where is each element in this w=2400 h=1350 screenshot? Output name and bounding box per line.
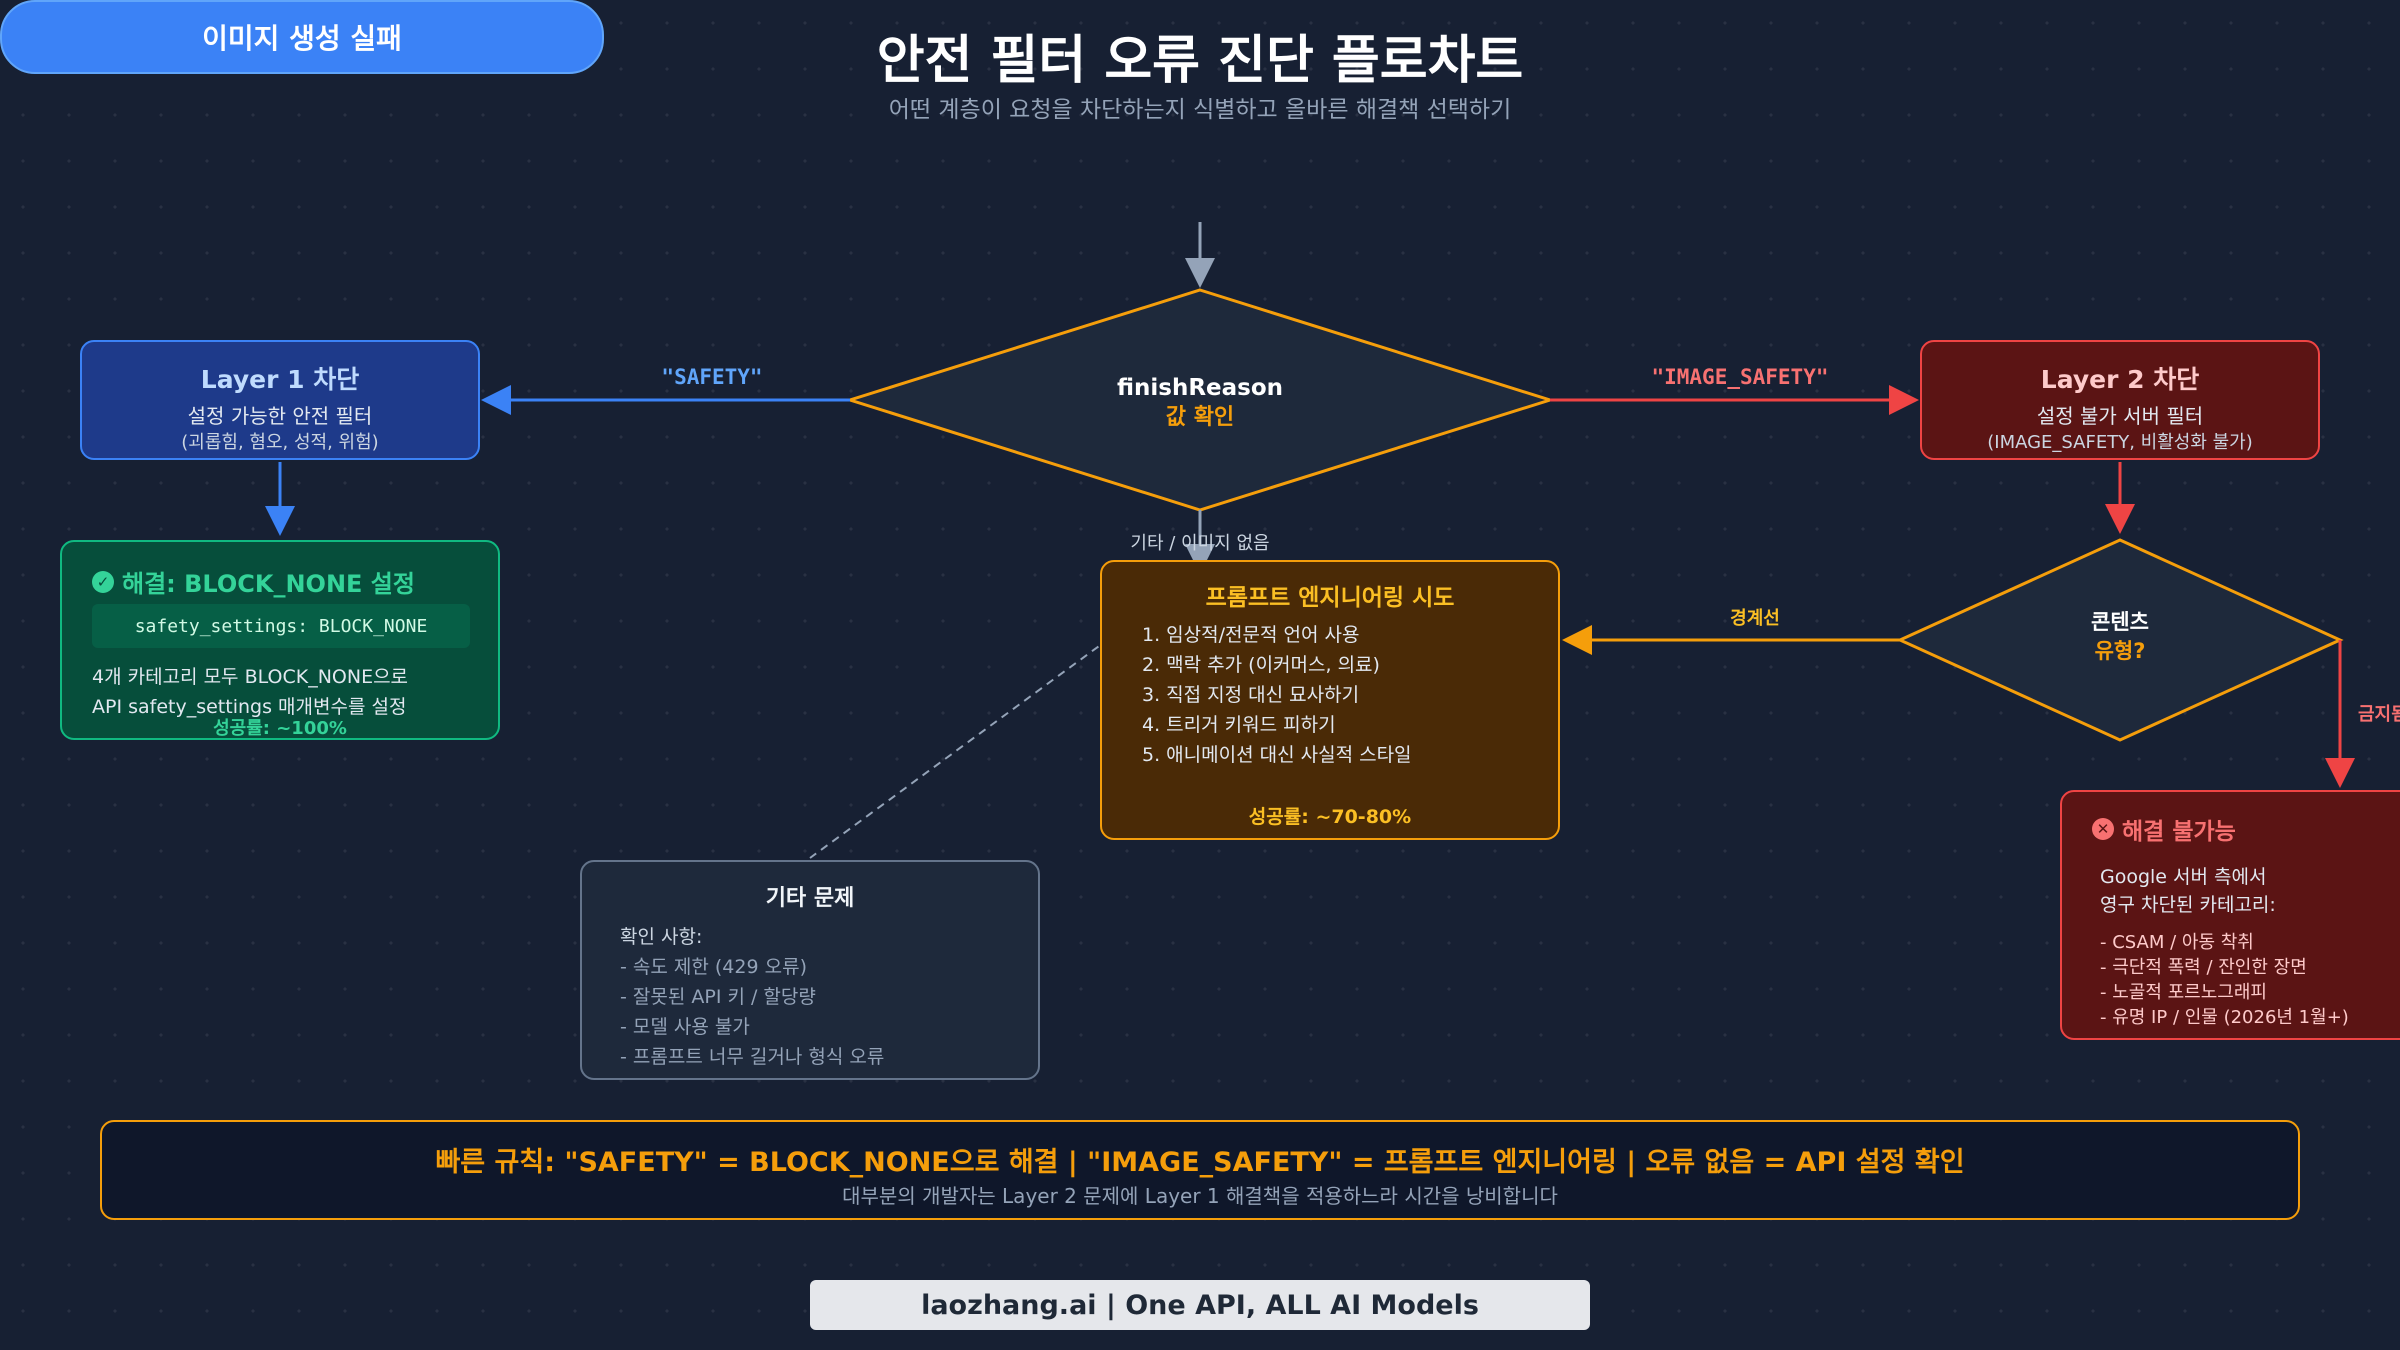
list-item: - CSAM / 아동 착취 xyxy=(2100,932,2254,953)
prompt-engineering-list: 1. 임상적/전문적 언어 사용 2. 맥락 추가 (이커머스, 의료) 3. … xyxy=(1142,620,1412,770)
fix-block-none-box: ✓ 해결: BLOCK_NONE 설정 safety_settings: BLO… xyxy=(60,540,500,740)
quick-rule-main: 빠른 규칙: "SAFETY" = BLOCK_NONE으로 해결 | "IMA… xyxy=(435,1147,1965,1178)
other-issues-title: 기타 문제 xyxy=(765,886,855,911)
x-circle-icon: ✕ xyxy=(2092,818,2114,840)
quick-rule-box: 빠른 규칙: "SAFETY" = BLOCK_NONE으로 해결 | "IMA… xyxy=(100,1120,2300,1220)
fix-block-none-rate: 성공률: ~100% xyxy=(213,718,347,739)
edge-label-borderline: 경계선 xyxy=(1730,608,1780,629)
unsolvable-line1: Google 서버 측에서 xyxy=(2100,866,2267,888)
start-node-label: 이미지 생성 실패 xyxy=(202,22,402,55)
decision-content-diamond xyxy=(1896,538,2344,742)
fix-block-none-heading: ✓ 해결: BLOCK_NONE 설정 xyxy=(92,564,415,599)
quick-rule-sub: 대부분의 개발자는 Layer 2 문제에 Layer 1 해결책을 적용하느라… xyxy=(842,1184,1558,1208)
start-node: 이미지 생성 실패 xyxy=(0,0,604,74)
layer1-title: Layer 1 차단 xyxy=(200,365,360,394)
edge-label-other: 기타 / 이미지 없음 xyxy=(1130,533,1269,554)
list-item: 1. 임상적/전문적 언어 사용 xyxy=(1142,624,1360,646)
prompt-engineering-title: 프롬프트 엔지니어링 시도 xyxy=(1205,585,1455,611)
edge-label-image-safety: "IMAGE_SAFETY" xyxy=(1651,365,1828,389)
layer2-title: Layer 2 차단 xyxy=(2040,365,2200,394)
other-issues-list: - 속도 제한 (429 오류) - 잘못된 API 키 / 할당량 - 모델 … xyxy=(620,952,884,1072)
decision-finishreason-line2: 값 확인 xyxy=(1166,405,1234,430)
decision-content-line2: 유형? xyxy=(2095,639,2146,663)
footer-text: laozhang.ai | One API, ALL AI Models xyxy=(921,1289,1479,1321)
page-subtitle: 어떤 계층이 요청을 차단하는지 식별하고 올바른 해결책 선택하기 xyxy=(888,97,1512,123)
decision-finishreason-line1: finishReason xyxy=(1117,375,1283,401)
layer2-note: (IMAGE_SAFETY, 비활성화 불가) xyxy=(1987,432,2253,453)
list-item: 4. 트리거 키워드 피하기 xyxy=(1142,714,1336,736)
edge-label-safety: "SAFETY" xyxy=(661,365,762,389)
fix-block-none-line1: 4개 카테고리 모두 BLOCK_NONE으로 xyxy=(92,666,409,688)
unsolvable-title: 해결 불가능 xyxy=(2122,819,2236,845)
list-item: - 극단적 폭력 / 잔인한 장면 xyxy=(2100,957,2307,978)
list-item: 2. 맥락 추가 (이커머스, 의료) xyxy=(1142,654,1380,676)
layer1-subtitle: 설정 가능한 안전 필터 xyxy=(187,404,373,428)
page-title: 안전 필터 오류 진단 플로차트 xyxy=(876,31,1524,91)
list-item: - 속도 제한 (429 오류) xyxy=(620,956,807,978)
list-item: 3. 직접 지정 대신 묘사하기 xyxy=(1142,684,1360,706)
list-item: 5. 애니메이션 대신 사실적 스타일 xyxy=(1142,744,1412,766)
fix-block-none-title: 해결: BLOCK_NONE 설정 xyxy=(122,570,415,598)
unsolvable-line2: 영구 차단된 카테고리: xyxy=(2100,894,2276,916)
layer1-block-box: Layer 1 차단 설정 가능한 안전 필터 (괴롭힘, 혐오, 성적, 위험… xyxy=(80,340,480,460)
layer1-note: (괴롭힘, 혐오, 성적, 위험) xyxy=(181,432,379,453)
prompt-engineering-box: 프롬프트 엔지니어링 시도 1. 임상적/전문적 언어 사용 2. 맥락 추가 … xyxy=(1100,560,1560,840)
prompt-engineering-rate: 성공률: ~70-80% xyxy=(1248,806,1412,828)
list-item: - 유명 IP / 인물 (2026년 1월+) xyxy=(2100,1007,2349,1028)
check-circle-icon: ✓ xyxy=(92,570,114,593)
list-item: - 노골적 포르노그래피 xyxy=(2100,982,2267,1003)
layer2-subtitle: 설정 불가 서버 필터 xyxy=(2036,404,2204,428)
footer-banner: laozhang.ai | One API, ALL AI Models xyxy=(810,1280,1590,1330)
list-item: - 프롬프트 너무 길거나 형식 오류 xyxy=(620,1046,885,1068)
other-issues-box: 기타 문제 확인 사항: - 속도 제한 (429 오류) - 잘못된 API … xyxy=(580,860,1040,1080)
edge-other-issues-dashed xyxy=(809,571,1201,859)
decision-content-line1: 콘텐츠 xyxy=(2091,610,2149,634)
fix-block-none-code: safety_settings: BLOCK_NONE xyxy=(92,604,470,648)
list-item: - 모델 사용 불가 xyxy=(620,1016,750,1038)
fix-block-none-line2: API safety_settings 매개변수를 설정 xyxy=(92,696,407,718)
other-issues-subheading: 확인 사항: xyxy=(620,926,703,948)
unsolvable-list: - CSAM / 아동 착취 - 극단적 폭력 / 잔인한 장면 - 노골적 포… xyxy=(2100,930,2349,1030)
edge-label-forbidden: 금지됨 xyxy=(2358,704,2400,725)
list-item: - 잘못된 API 키 / 할당량 xyxy=(620,986,816,1008)
unsolvable-box: ✕ 해결 불가능 Google 서버 측에서 영구 차단된 카테고리: - CS… xyxy=(2060,790,2400,1040)
layer2-block-box: Layer 2 차단 설정 불가 서버 필터 (IMAGE_SAFETY, 비활… xyxy=(1920,340,2320,460)
unsolvable-heading: ✕ 해결 불가능 xyxy=(2092,812,2236,846)
